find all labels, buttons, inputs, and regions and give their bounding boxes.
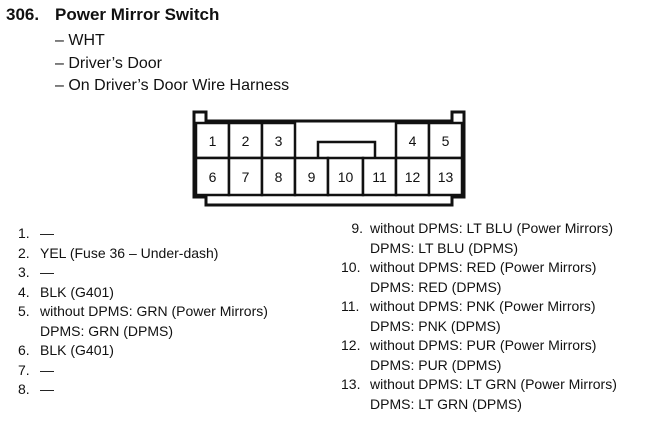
pin-number: 7. bbox=[18, 361, 30, 378]
detail-color: – WHT bbox=[55, 32, 105, 49]
pin-desc: without DPMS: RED (Power Mirrors) bbox=[370, 259, 597, 275]
pin-item-1: 1. — bbox=[18, 224, 268, 244]
pin-desc: — bbox=[40, 264, 54, 280]
pin-label-7: 7 bbox=[242, 169, 250, 185]
pin-desc: — bbox=[40, 361, 54, 378]
pin-desc-alt: DPMS: PUR (DPMS) bbox=[370, 356, 502, 373]
pin-desc: YEL (Fuse 36 – Under-dash) bbox=[40, 244, 219, 261]
pin-desc: — bbox=[40, 225, 54, 241]
pin-cell-11 bbox=[361, 156, 398, 197]
pin-label-13: 13 bbox=[438, 169, 454, 185]
pin-number: 5. bbox=[18, 303, 30, 319]
pin-number: 13. bbox=[341, 376, 361, 392]
pin-number: 1. bbox=[18, 225, 30, 241]
pin-cell-5 bbox=[427, 121, 464, 160]
pin-number: 11. bbox=[341, 298, 360, 314]
detail-location: – Driver’s Door bbox=[55, 54, 162, 72]
pin-item-8: 8. — bbox=[18, 380, 268, 400]
pin-desc: BLK (G401) bbox=[40, 283, 114, 300]
pin-list-left: 1. — 2. YEL (Fuse 36 – Under-dash) 3. — … bbox=[18, 224, 268, 400]
pin-item-9: 9. without DPMS: LT BLU (Power Mirrors) … bbox=[341, 219, 617, 258]
pin-item-2: 2. YEL (Fuse 36 – Under-dash) bbox=[18, 244, 268, 264]
pin-label-4: 4 bbox=[409, 133, 417, 149]
pin-item-12: 12. without DPMS: PUR (Power Mirrors) DP… bbox=[341, 336, 617, 375]
pin-number: 3. bbox=[18, 264, 30, 280]
pin-desc: without DPMS: PUR (Power Mirrors) bbox=[370, 337, 597, 353]
pin-desc: — bbox=[40, 381, 54, 397]
pin-cell-8 bbox=[260, 156, 297, 197]
pin-number: 4. bbox=[18, 283, 30, 300]
component-details: – WHT – Driver’s Door – On Driver’s Door… bbox=[55, 30, 289, 98]
pin-desc-alt: DPMS: PNK (DPMS) bbox=[370, 317, 501, 334]
pin-number: 2. bbox=[18, 244, 30, 261]
pin-label-8: 8 bbox=[275, 169, 283, 185]
pin-label-1: 1 bbox=[209, 133, 217, 149]
pin-label-6: 6 bbox=[209, 169, 217, 185]
pin-item-13: 13. without DPMS: LT GRN (Power Mirrors)… bbox=[341, 375, 617, 414]
pin-number: 6. bbox=[18, 342, 30, 358]
pin-label-10: 10 bbox=[338, 169, 354, 185]
pin-item-10: 10. without DPMS: RED (Power Mirrors) DP… bbox=[341, 258, 617, 297]
pin-item-7: 7. — bbox=[18, 361, 268, 381]
pin-label-2: 2 bbox=[242, 133, 250, 149]
pin-number: 12. bbox=[341, 337, 361, 353]
pin-desc-alt: DPMS: GRN (DPMS) bbox=[40, 322, 173, 339]
pin-number: 10. bbox=[341, 259, 361, 275]
pin-desc: without DPMS: GRN (Power Mirrors) bbox=[40, 303, 268, 319]
pin-desc: BLK (G401) bbox=[40, 342, 114, 358]
pin-cell-13 bbox=[427, 156, 464, 197]
pin-label-11: 11 bbox=[372, 169, 387, 185]
pin-item-6: 6. BLK (G401) bbox=[18, 341, 268, 361]
component-title: Power Mirror Switch bbox=[55, 5, 220, 24]
pin-label-9: 9 bbox=[308, 169, 316, 185]
pin-label-12: 12 bbox=[405, 169, 421, 185]
pin-item-5: 5. without DPMS: GRN (Power Mirrors) DPM… bbox=[18, 302, 268, 341]
pin-desc-alt: DPMS: RED (DPMS) bbox=[370, 278, 502, 295]
pin-cell-3 bbox=[260, 121, 297, 160]
pin-label-5: 5 bbox=[442, 133, 450, 149]
pin-label-3: 3 bbox=[275, 133, 283, 149]
pin-item-3: 3. — bbox=[18, 263, 268, 283]
pin-item-11: 11. without DPMS: PNK (Power Mirrors) DP… bbox=[341, 297, 617, 336]
pin-desc-alt: DPMS: LT GRN (DPMS) bbox=[370, 395, 522, 412]
pin-desc: without DPMS: LT BLU (Power Mirrors) bbox=[370, 220, 613, 236]
connector-diagram: 1 2 3 4 5 6 7 8 9 10 11 12 13 bbox=[192, 110, 466, 207]
pin-item-4: 4. BLK (G401) bbox=[18, 283, 268, 303]
pin-list-right: 9. without DPMS: LT BLU (Power Mirrors) … bbox=[341, 219, 617, 414]
pin-desc: without DPMS: LT GRN (Power Mirrors) bbox=[370, 376, 617, 392]
page-title: 306. Power Mirror Switch bbox=[6, 5, 219, 25]
pin-number: 8. bbox=[18, 381, 30, 397]
detail-harness: – On Driver’s Door Wire Harness bbox=[55, 77, 290, 94]
component-number: 306. bbox=[6, 5, 40, 24]
pin-cell-12 bbox=[394, 156, 431, 197]
pin-number: 9. bbox=[351, 220, 363, 236]
pin-desc: without DPMS: PNK (Power Mirrors) bbox=[370, 298, 596, 314]
pin-desc-alt: DPMS: LT BLU (DPMS) bbox=[370, 239, 519, 256]
